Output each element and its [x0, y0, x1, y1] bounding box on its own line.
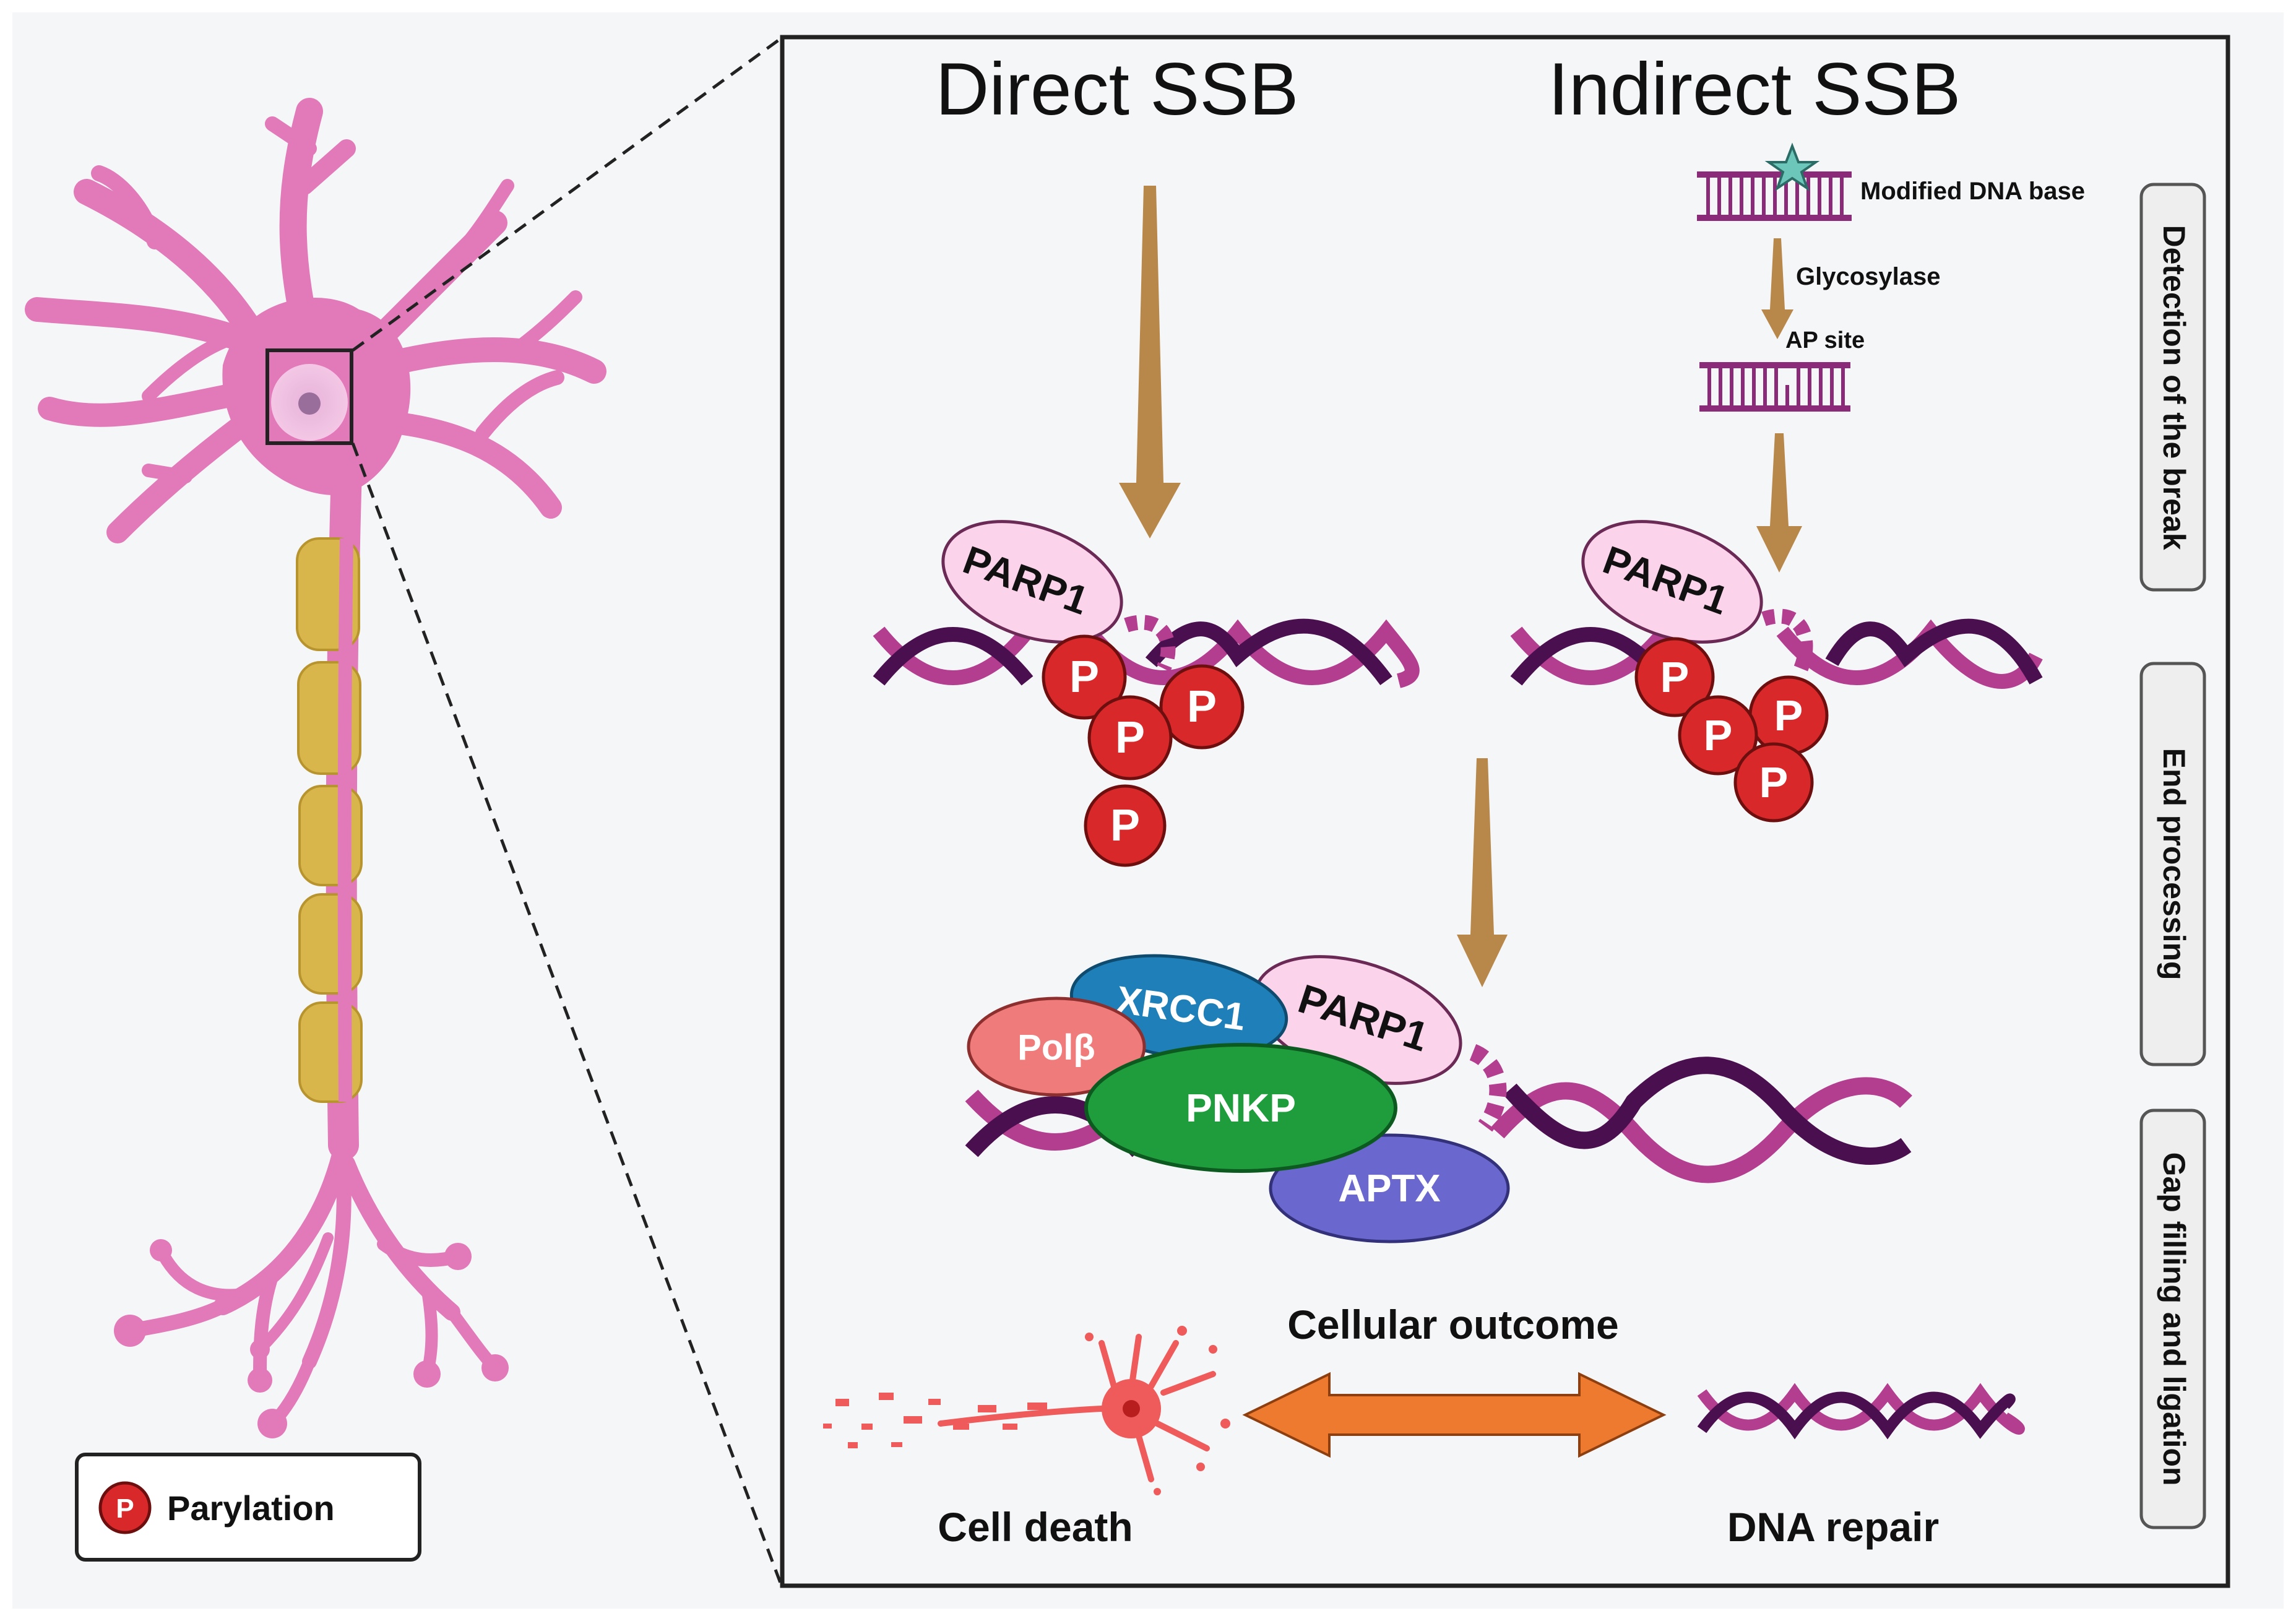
glycosylase-label: Glycosylase [1796, 263, 1941, 290]
indirect-p-3: P [1704, 711, 1733, 759]
legend-label: Parylation [167, 1489, 335, 1528]
polb-label: Polβ [1017, 1027, 1095, 1068]
modified-dna-base [1697, 142, 1852, 221]
aptx-protein: APTX [1269, 1133, 1510, 1243]
legend-box: P Parylation [75, 1453, 421, 1562]
stage-detection-label: Detection of the break [2157, 225, 2191, 550]
indirect-parylation-chain: P P P P [1634, 637, 1829, 823]
direct-arrow [1119, 186, 1181, 538]
pnkp-protein: PNKP [1084, 1043, 1397, 1173]
dna-repair-label: DNA repair [1727, 1504, 1939, 1550]
aptx-label: APTX [1338, 1167, 1440, 1210]
repaired-dna-icon [1697, 1383, 2025, 1440]
direct-p-2: P [1187, 682, 1217, 732]
stage-end-processing-label: End processing [2157, 748, 2191, 980]
axon-core [337, 538, 353, 1102]
outcome-title: Cellular outcome [1287, 1302, 1618, 1347]
nucleolus [298, 392, 321, 415]
pnkp-label: PNKP [1186, 1086, 1296, 1130]
glycosylase-arrow [1761, 238, 1793, 339]
direct-parp1: PARP1 [941, 520, 1123, 644]
stage-end-processing: End processing [2139, 662, 2206, 1066]
indirect-p-1: P [1660, 653, 1690, 701]
legend-p-letter: P [116, 1493, 134, 1524]
direct-p-1: P [1069, 652, 1099, 702]
title-indirect-ssb: Indirect SSB [1548, 48, 1961, 131]
main-panel [780, 35, 2230, 1588]
indirect-parp1: PARP1 [1581, 520, 1763, 644]
direct-dna-helix [873, 615, 1420, 688]
direct-p-4: P [1110, 801, 1140, 850]
indirect-p-4: P [1759, 758, 1789, 806]
stage-gap-filling-label: Gap filling and ligation [2157, 1152, 2191, 1486]
dying-neuron-icon [823, 1326, 1230, 1495]
ap-site-label: AP site [1785, 327, 1865, 353]
title-direct-ssb: Direct SSB [936, 48, 1299, 131]
star-icon [1764, 142, 1820, 191]
indirect-arrow [1756, 433, 1802, 573]
stage-detection: Detection of the break [2139, 183, 2206, 592]
modified-base-label: Modified DNA base [1860, 178, 2085, 205]
legend-p-icon [98, 1481, 152, 1534]
zoom-guide-lines [351, 37, 783, 1585]
direct-p-3: P [1115, 713, 1145, 763]
outcome-double-arrow [1242, 1372, 1667, 1458]
end-processing-arrow [1457, 758, 1508, 987]
cell-death-label: Cell death [938, 1504, 1133, 1550]
zoom-region-box [265, 348, 353, 445]
ap-site-dna [1699, 362, 1850, 412]
indirect-p-2: P [1774, 691, 1803, 740]
stage-gap-filling: Gap filling and ligation [2139, 1109, 2206, 1529]
axon-terminal-knobs [114, 1239, 509, 1438]
polb-protein: Polβ [967, 996, 1146, 1097]
direct-parylation-chain: P P P P [1042, 634, 1245, 867]
